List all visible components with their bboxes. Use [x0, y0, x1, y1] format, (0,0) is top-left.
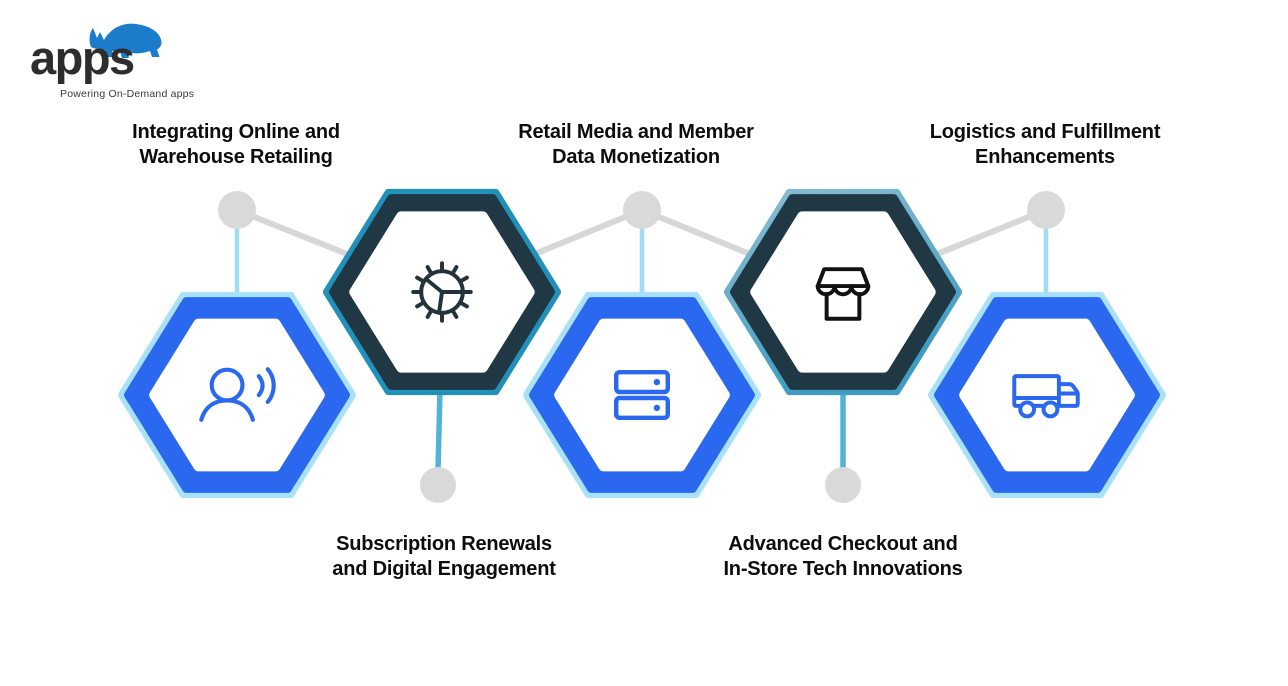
person-announcement-icon	[199, 367, 276, 422]
node-dot	[1027, 191, 1065, 229]
node-dot	[218, 191, 256, 229]
node-dot	[420, 467, 456, 503]
hexagon-node-logistics	[928, 289, 1166, 501]
hexagon-node-advanced-checkout	[724, 186, 962, 398]
node-label-advanced-checkout: Advanced Checkout and In-Store Tech Inno…	[723, 533, 963, 580]
node-dot	[825, 467, 861, 503]
node-label-integrating-online: Integrating Online and Warehouse Retaili…	[132, 121, 340, 168]
storefront-icon	[815, 267, 871, 321]
segmented-wheel-icon	[411, 261, 473, 323]
node-label-subscription: Subscription Renewals and Digital Engage…	[332, 533, 556, 580]
hexagon-node-subscription	[323, 186, 561, 398]
server-stack-icon	[613, 369, 671, 421]
connector-dots	[218, 191, 1065, 503]
rhino-logo-icon	[89, 23, 162, 58]
delivery-truck-icon	[1012, 374, 1080, 419]
hexagon-node-retail-media	[523, 289, 761, 501]
brand-name: apps	[30, 31, 135, 84]
connector-cyan-lines	[435, 389, 846, 471]
connector-cyan-light-lines	[234, 214, 1049, 305]
hexagon-node-integrating-online	[118, 289, 356, 501]
node-label-logistics: Logistics and Fulfillment Enhancements	[929, 121, 1161, 168]
brand-tagline: Powering On-Demand apps	[60, 88, 195, 100]
brand-logo: apps Powering On-Demand apps	[26, 12, 226, 100]
node-dot	[623, 191, 661, 229]
node-label-retail-media: Retail Media and Member Data Monetizatio…	[518, 121, 754, 168]
